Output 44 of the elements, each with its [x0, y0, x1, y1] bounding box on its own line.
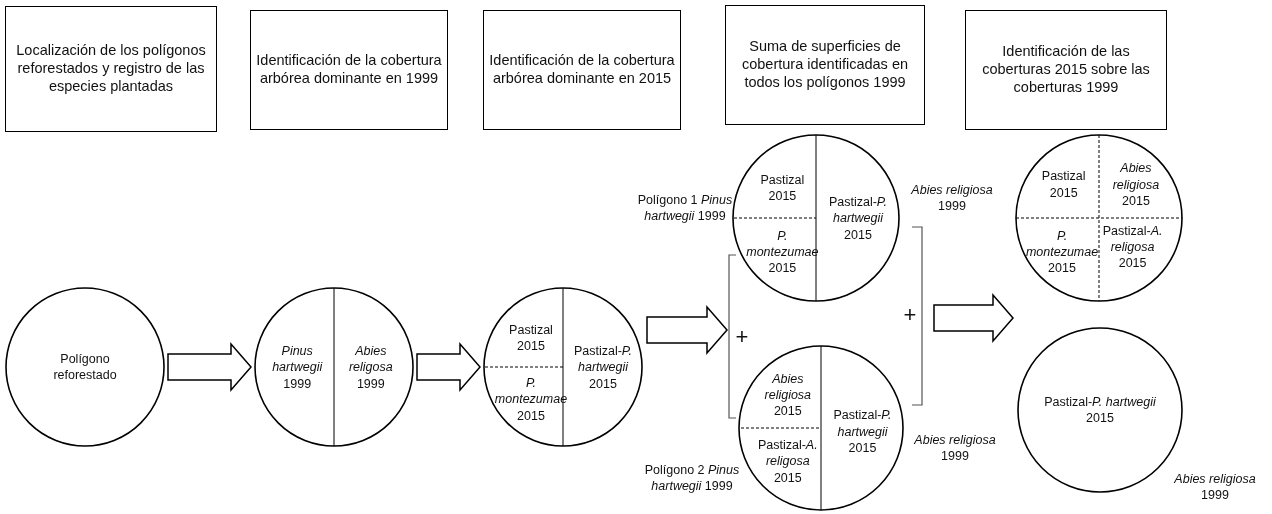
step-heading: Identificación de las coberturas 2015 sobre las coberturas 1999 [981, 43, 1151, 97]
cover-caption: Abies religiosa 1999 [913, 431, 997, 465]
step-heading: Localización de los polígonos reforestados y registro de las especies plantadas [15, 42, 207, 96]
cover-label: Abies religosa 1999 [347, 342, 394, 392]
cover-label: P. montezumae 2015 [1024, 227, 1100, 276]
block-arrow [167, 342, 252, 392]
step-box [483, 10, 681, 130]
cover-label: Pastizal-P. hartwegii 2015 [572, 342, 634, 392]
step-heading: Identificación de la cobertura arbórea dominante en 2015 [488, 52, 676, 88]
polygon-circle [5, 287, 165, 447]
cover-label: Pastizal-A. religosa 2015 [1101, 222, 1164, 271]
cover-label: Abies religiosa 2015 [1111, 160, 1161, 209]
cover-label: P. montezumae 2015 [745, 227, 820, 276]
step-box [725, 5, 925, 125]
cover-label: Polígono reforestado [52, 350, 118, 384]
cover-label: Pastizal-A. religosa 2015 [756, 436, 819, 486]
cover-caption: Polígono 2 Pinus hartwegii 1999 [643, 461, 741, 495]
cover-label: Pastizal 2015 [508, 321, 554, 355]
polygon-circle [732, 134, 900, 302]
cover-label: P. montezumae 2015 [494, 374, 568, 424]
polygon-circle [1015, 134, 1183, 302]
cover-label: Pastizal-P. hartwegii 2015 [1043, 393, 1157, 427]
plus-sign: + [735, 324, 749, 350]
step-box [965, 10, 1167, 130]
step-box [250, 10, 448, 130]
cover-caption: Abies religiosa 1999 [1173, 470, 1257, 504]
polygon-circle [483, 287, 643, 447]
cover-label: Pinus hartwegii 1999 [271, 342, 324, 392]
cover-label: Pastizal 2015 [759, 171, 806, 204]
cover-label: Pastizal-P. hartwegii 2015 [827, 193, 889, 243]
cover-label: Abies religiosa 2015 [763, 370, 813, 420]
block-arrow [416, 342, 481, 392]
block-arrow [646, 305, 728, 355]
cover-caption: Abies religiosa 1999 [910, 181, 994, 215]
cover-label: Pastizal 2015 [1040, 168, 1087, 201]
cover-caption: Polígono 1 Pinus hartwegii 1999 [636, 191, 734, 225]
polygon-circle [254, 287, 414, 447]
block-arrow [933, 293, 1014, 343]
step-heading: Suma de superficies de cobertura identificadas en todos los polígonos 1999 [740, 38, 910, 92]
cover-label: Pastizal-P. hartwegii 2015 [832, 406, 893, 456]
plus-sign: + [903, 302, 917, 328]
step-box [5, 6, 217, 132]
polygon-circle [738, 345, 904, 511]
step-heading: Identificación de la cobertura arbórea dominante en 1999 [255, 52, 443, 88]
